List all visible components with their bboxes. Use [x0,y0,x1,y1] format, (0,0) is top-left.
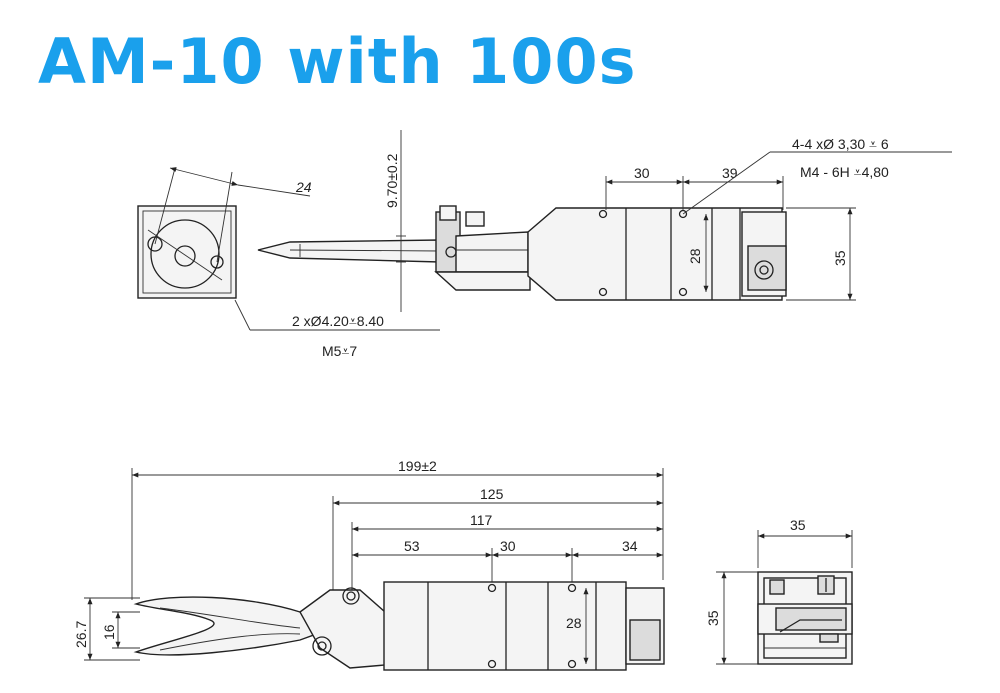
side-dim-26-7: 26.7 [73,621,89,648]
side-dim-53: 53 [404,538,420,554]
top-blades [257,239,441,263]
side-dim-30: 30 [500,538,516,554]
top-note-pins: 2 xØ4.20⩡8.40 [292,313,384,329]
top-dim-35: 35 [832,250,848,266]
side-jaw [299,587,386,669]
side-dim-117: 117 [470,512,493,528]
top-note-thread: M4 - 6H ⩡4,80 [800,164,889,180]
end-dim-35-h: 35 [705,610,721,626]
top-note-m5: M5⩡7 [322,343,357,359]
top-note-holes: 4-4 xØ 3,30 ⩡ 6 [792,136,889,152]
top-dim-24: 24 [295,179,312,195]
top-view: 24 2 xØ4.20⩡8.40 M5⩡7 9.70±0.2 [137,130,952,359]
side-dim-16: 16 [101,624,117,640]
end-dim-35-w: 35 [790,517,806,533]
end-view: 35 35 [705,517,853,665]
side-dim-28: 28 [566,615,582,631]
top-dim-28: 28 [687,248,703,264]
top-dim-39: 39 [722,165,738,181]
side-dim-125: 125 [480,486,504,502]
top-body [527,207,787,301]
side-body [383,581,665,671]
side-view: 199±2 125 117 53 30 34 [73,458,665,671]
side-blade [133,596,324,656]
top-linkage [434,205,531,291]
side-dim-34: 34 [622,538,638,554]
top-dim-30: 30 [634,165,650,181]
side-dim-199: 199±2 [398,458,437,474]
page-title: AM-10 with 100s [38,25,637,98]
top-dim-9-70: 9.70±0.2 [384,153,400,208]
top-left-end-view: 24 [137,167,440,331]
